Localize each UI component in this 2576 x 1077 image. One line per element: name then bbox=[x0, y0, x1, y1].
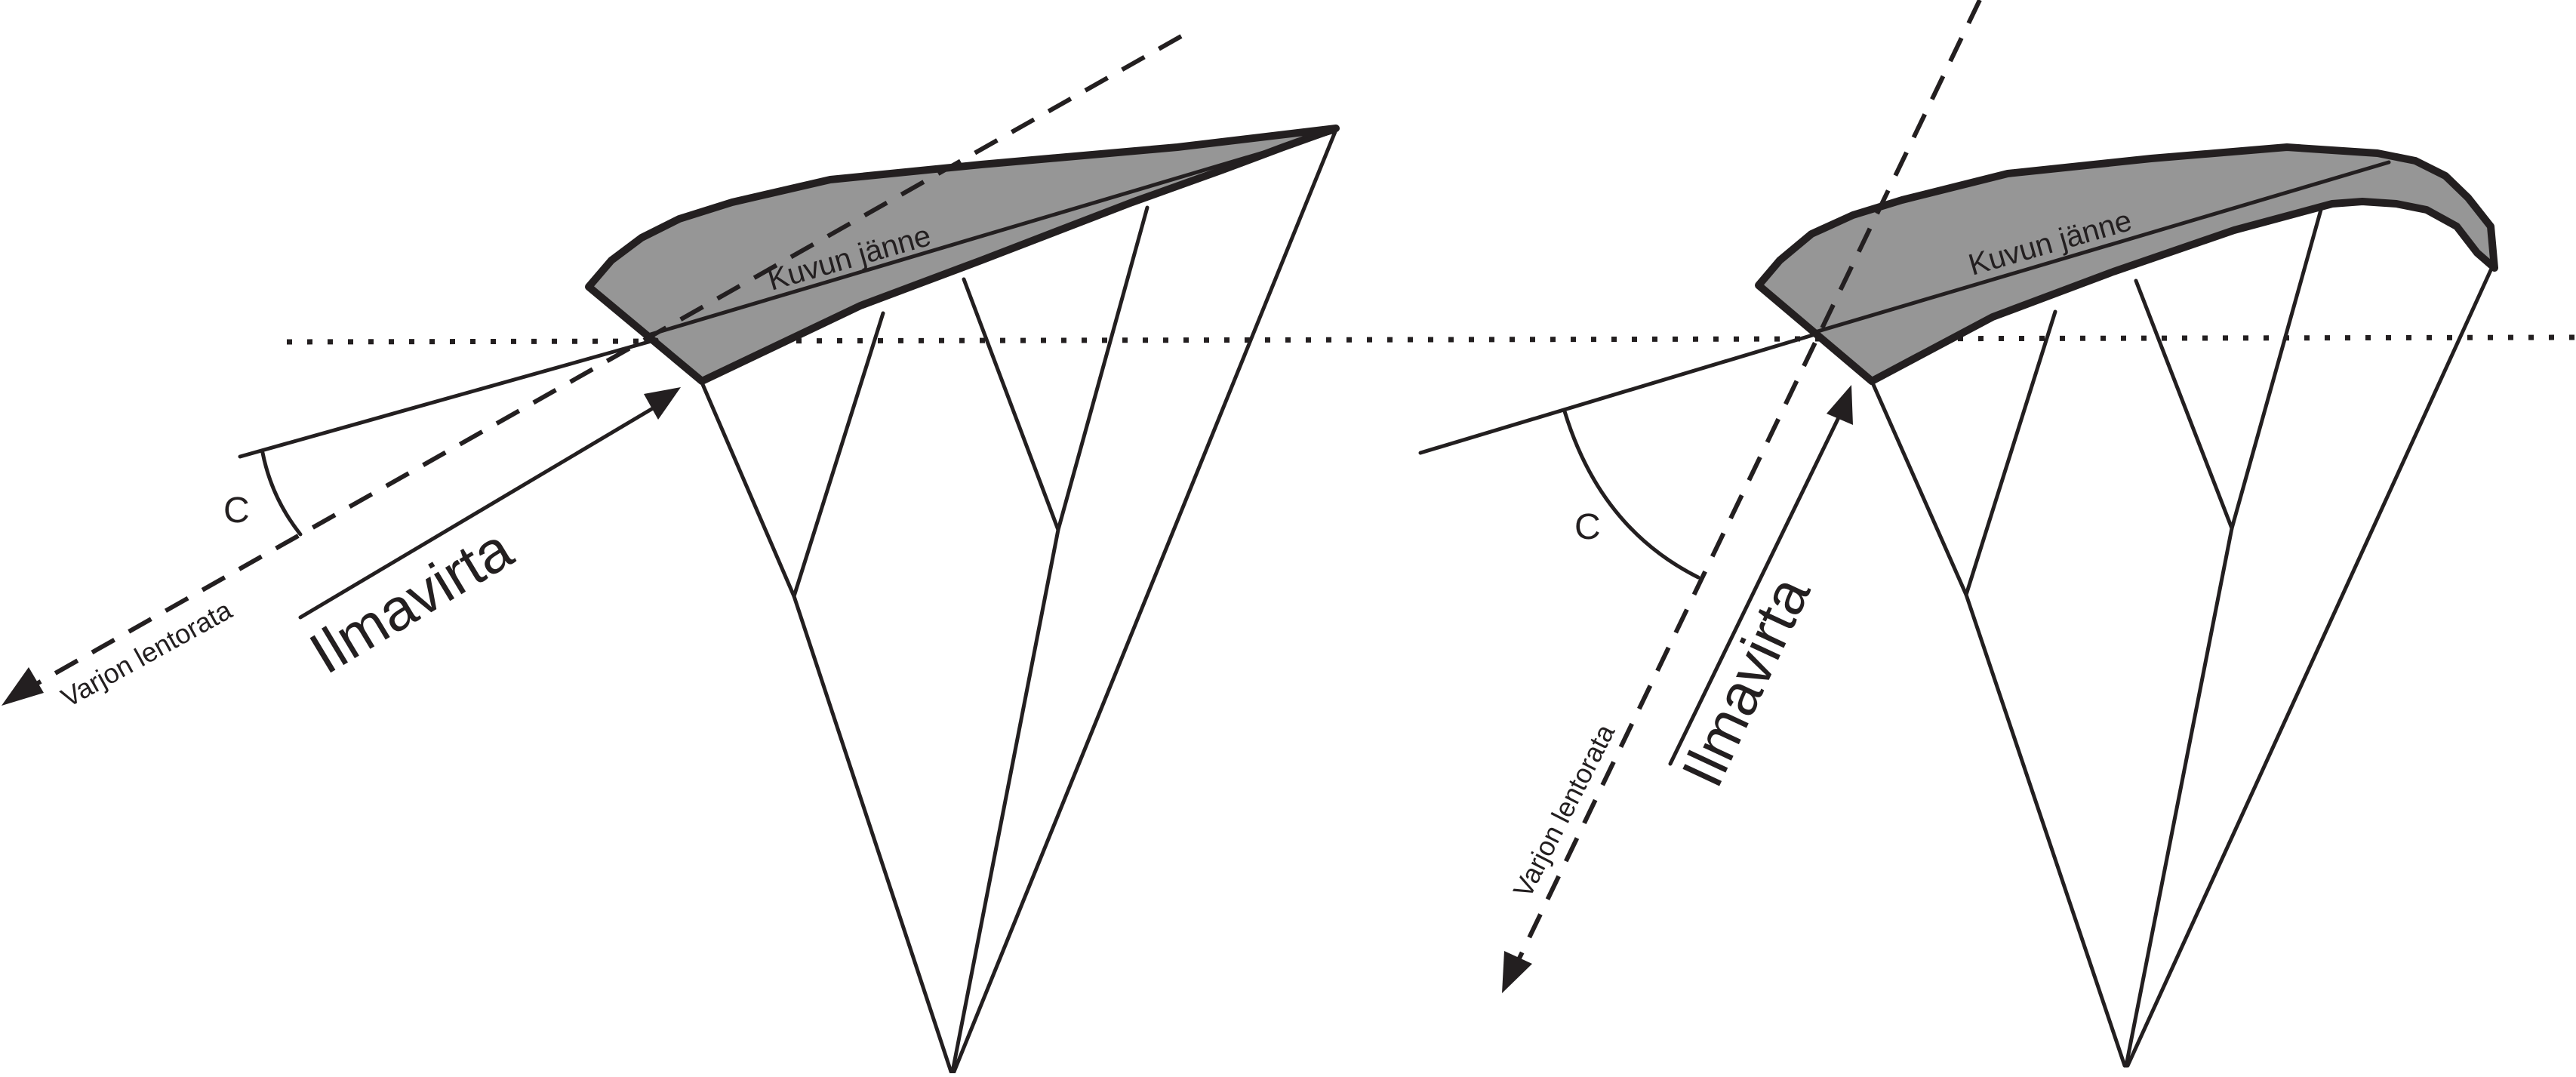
right-flight-path-label: Varjon lentorata bbox=[1507, 719, 1621, 903]
left-flight-path-arrowhead bbox=[2, 667, 44, 706]
left-chord-line bbox=[648, 130, 1334, 337]
left-angle-label: C bbox=[223, 491, 250, 531]
right-line-b1 bbox=[2134, 278, 2234, 531]
left-line-b2 bbox=[1056, 205, 1150, 532]
left-airflow-arrowhead bbox=[644, 387, 681, 420]
horizon-reference-line bbox=[286, 334, 2576, 345]
right-line-b2 bbox=[2230, 208, 2323, 531]
right-flight-path-line bbox=[1513, 0, 1982, 968]
left-line-a2 bbox=[792, 311, 885, 599]
left-line-a1 bbox=[700, 380, 796, 599]
right-angle-label: C bbox=[1574, 507, 1601, 547]
left-angle-arc bbox=[260, 451, 303, 537]
left-chord-extension bbox=[238, 337, 659, 459]
right-airflow-label: Ilmavirta bbox=[1669, 566, 1824, 796]
left-line-c bbox=[952, 128, 1338, 1074]
right-figure: Kuvun jänne C Varjon lentorata Ilmavirta bbox=[1418, 0, 2498, 1068]
right-line-a2 bbox=[1964, 309, 2057, 597]
right-airflow-arrow-line bbox=[1668, 409, 1844, 766]
left-airflow-arrow-line bbox=[298, 404, 659, 620]
left-figure: Kuvun jänne C Varjon lentorata Ilmavirta bbox=[2, 34, 1340, 1074]
right-line-b3 bbox=[2124, 526, 2234, 1068]
left-canopy bbox=[585, 125, 1340, 385]
right-chord-extension bbox=[1418, 332, 1817, 455]
right-angle-arc bbox=[1562, 409, 1700, 580]
right-canopy bbox=[1755, 143, 2498, 385]
left-line-b1 bbox=[962, 277, 1060, 532]
left-line-b3 bbox=[950, 528, 1060, 1074]
right-line-c bbox=[2125, 268, 2493, 1068]
left-flight-path-label: Varjon lentorata bbox=[56, 594, 238, 713]
right-line-a1 bbox=[1870, 379, 1968, 597]
right-flight-path-arrowhead bbox=[1502, 951, 1532, 993]
left-line-a3 bbox=[792, 594, 953, 1074]
right-line-a3 bbox=[1964, 592, 2127, 1068]
right-airflow-arrowhead bbox=[1827, 385, 1853, 425]
left-flight-path-line bbox=[32, 34, 1183, 688]
right-chord-line bbox=[1813, 160, 2391, 334]
